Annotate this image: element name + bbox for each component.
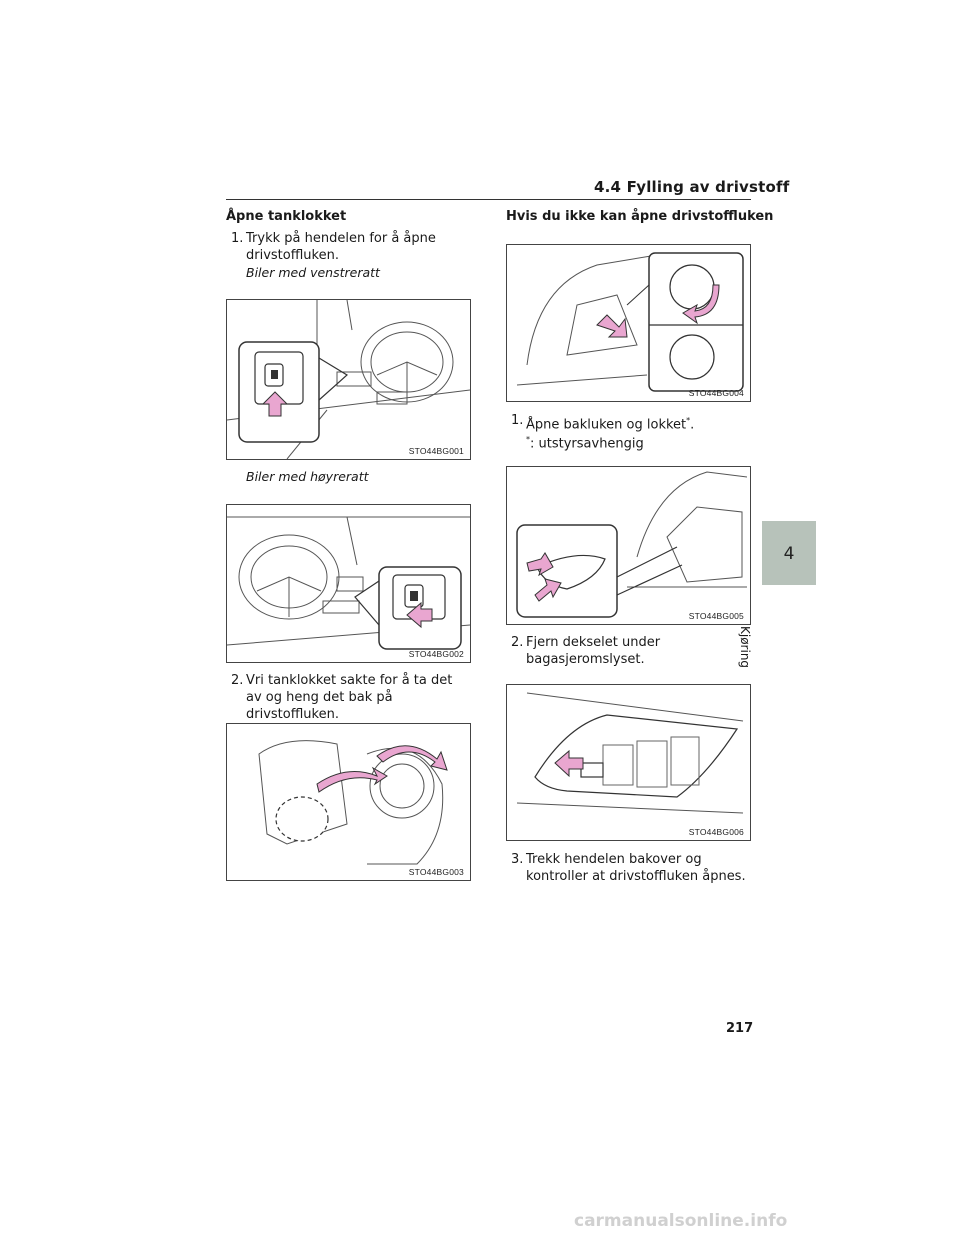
right-step1-number: 1. [511,413,524,428]
header-rule [226,199,751,200]
left-step1-number: 1. [231,231,244,246]
footnote: *: utstyrsavhengig [526,431,644,452]
watermark: carmanualsonline.info [574,1211,788,1231]
footnote-marker: * [526,435,530,444]
section-title: 4.4 Fylling av drivstoff [594,178,790,196]
figure-code: STO44BG004 [688,388,744,398]
figure-lhd-dashboard: STO44BG001 [226,299,471,460]
figure-fuel-cap: STO44BG003 [226,723,471,881]
footnote-text: : utstyrsavhengig [530,436,644,452]
figure-code: STO44BG006 [688,827,744,837]
caption-lhd: Biler med venstreratt [246,265,380,280]
right-heading: Hvis du ikke kan åpne drivstoffluken [506,209,774,224]
chapter-number: 4 [783,544,795,564]
figure-luggage-lid: STO44BG004 [506,244,751,402]
right-step3-text: Trekk hendelen bakover og kontroller at … [526,852,746,884]
figure-cover-removal: STO44BG006 [506,684,751,841]
caption-rhd: Biler med høyreratt [246,469,369,484]
figure-rhd-dashboard: STO44BG002 [226,504,471,663]
page-number: 217 [726,1021,754,1036]
figure-code: STO44BG003 [408,867,464,877]
figure-code: STO44BG002 [408,649,464,659]
figure-code: STO44BG001 [408,446,464,456]
right-step1-period: . [690,417,695,433]
left-step1-text: Trykk på hendelen for å åpne drivstofflu… [246,231,436,263]
right-step1-text: Åpne bakluken og lokket [526,417,687,433]
left-heading: Åpne tanklokket [226,209,347,224]
figure-open-tailgate: STO44BG005 [506,466,751,625]
left-step2-number: 2. [231,673,244,688]
right-step1-line: Åpne bakluken og lokket*. [526,412,694,433]
right-step3-number: 3. [511,852,524,867]
footnote-marker: * [686,416,691,425]
figure-code: STO44BG005 [688,611,744,621]
chapter-label: Kjøring [738,626,752,669]
chapter-tab [762,521,816,585]
right-step2-number: 2. [511,635,524,650]
right-step2-text: Fjern dekselet under bagasjeromslyset. [526,635,661,667]
left-step2-text: Vri tanklokket sakte for å ta det av og … [246,673,453,722]
